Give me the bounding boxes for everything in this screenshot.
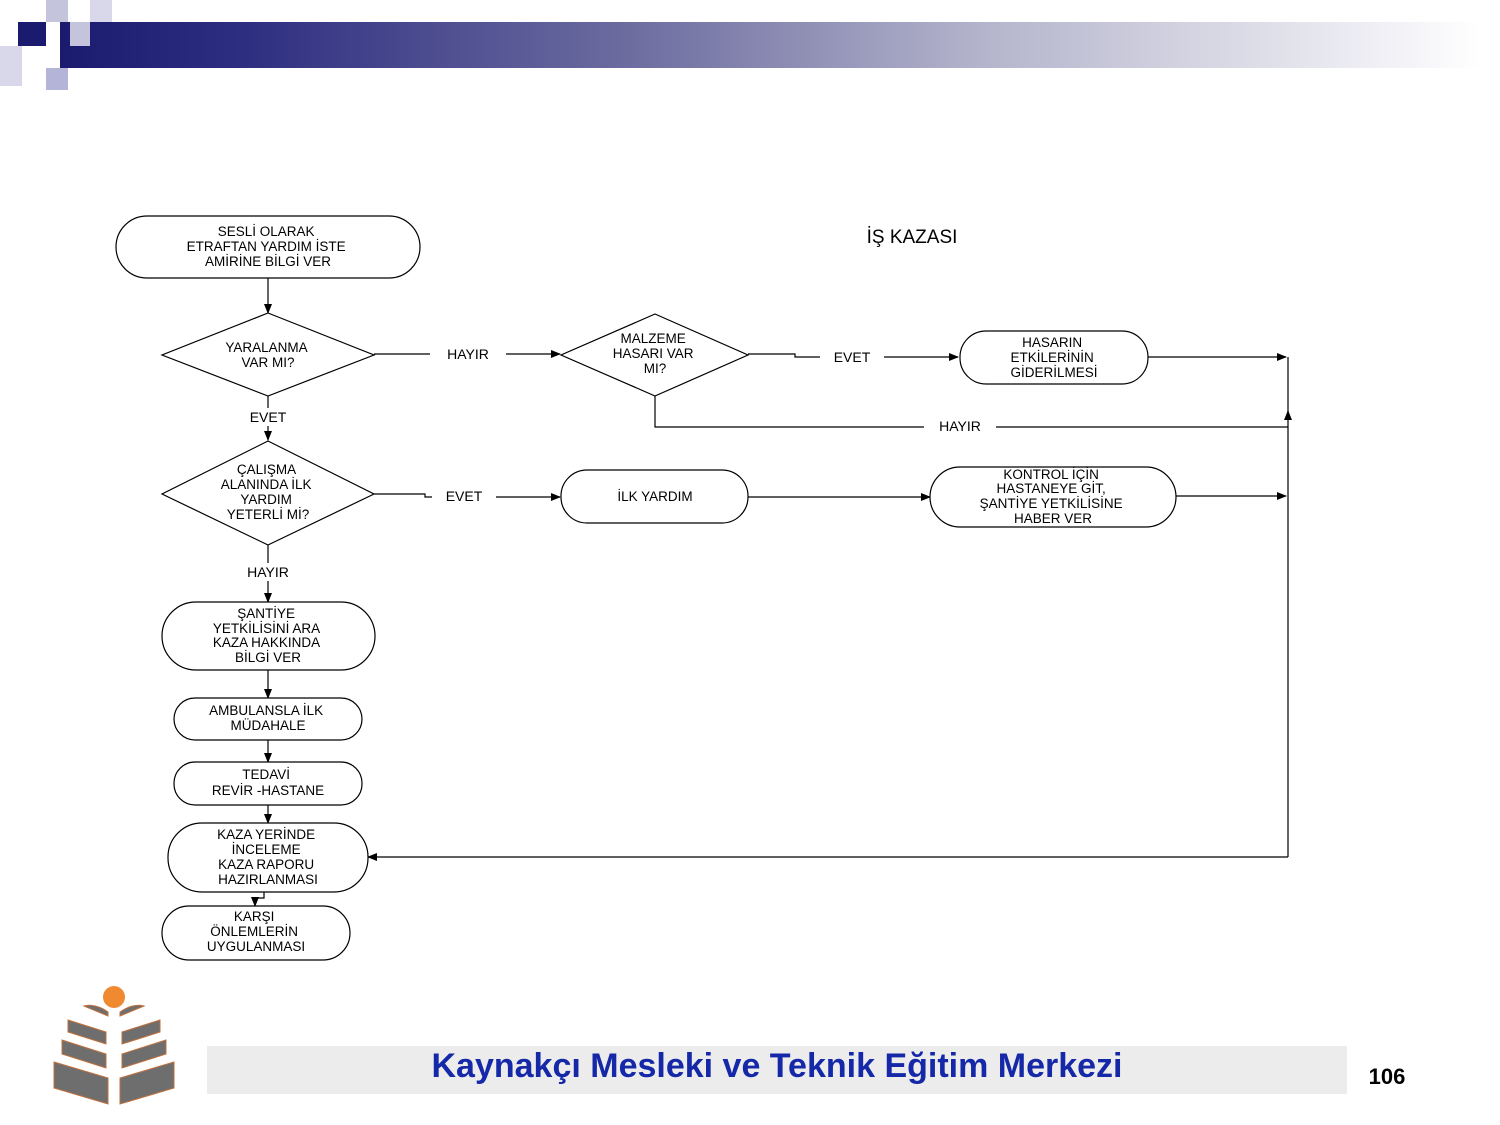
node-removal-line: GİDERİLMESİ	[1010, 365, 1097, 380]
node-countermeasures-line: UYGULANMASI	[207, 939, 305, 954]
node-damage-removal	[959, 330, 1149, 385]
node-injury-question	[160, 312, 376, 397]
node-countermeasures	[161, 905, 351, 961]
header-gradient-bar	[60, 22, 1480, 68]
node-removal-text: HASARIN ETKİLERİNİN GİDERİLMESİ	[1010, 335, 1097, 380]
node-first-aid-line: İLK YARDIM	[617, 489, 692, 504]
logo-sun-icon	[103, 986, 125, 1008]
node-start	[115, 215, 421, 279]
node-first-aid-question-line: YARDIM	[240, 492, 292, 507]
node-investigation-line: HAZIRLANMASI	[218, 872, 318, 887]
node-investigation-text: KAZA YERİNDE İNCELEME KAZA RAPORU HAZIRL…	[217, 827, 319, 887]
label-first-aid-no: HAYIR	[247, 564, 289, 580]
node-damage-line: HASARI VAR	[613, 346, 694, 361]
node-investigation-line: KAZA YERİNDE	[217, 827, 315, 842]
label-injury-yes: EVET	[250, 409, 287, 425]
header-square-light	[46, 0, 68, 22]
node-shapes	[115, 215, 1177, 961]
node-hospital-text: KONTROL İÇİN HASTANEYE GİT, ŞANTİYE YETK…	[980, 467, 1127, 526]
node-start-line: AMİRİNE BİLGİ VER	[205, 254, 331, 269]
node-ambulance-line: MÜDAHALE	[230, 718, 305, 733]
node-first-aid	[560, 469, 749, 524]
header-square-light	[90, 0, 112, 22]
header-square-mid	[0, 46, 22, 86]
label-damage-no: HAYIR	[939, 418, 981, 434]
node-removal-line: ETKİLERİNİN	[1010, 350, 1093, 365]
node-start-line: ETRAFTAN YARDIM İSTE	[187, 239, 346, 254]
node-damage-line: MI?	[644, 361, 667, 376]
node-hospital-line: KONTROL İÇİN	[1003, 467, 1099, 482]
node-first-aid-question-line: ÇALIŞMA	[237, 462, 296, 477]
header-square-mid	[46, 68, 68, 90]
node-first-aid-text: İLK YARDIM	[617, 489, 692, 504]
node-call-site-manager	[161, 601, 376, 671]
node-treatment-line: REVİR -HASTANE	[212, 783, 324, 798]
node-damage-line: MALZEME	[620, 331, 685, 346]
label-first-aid-yes: EVET	[446, 488, 483, 504]
node-call-line: BİLGİ VER	[235, 650, 301, 665]
label-injury-no: HAYIR	[447, 346, 489, 362]
node-injury-text: YARALANMA VAR MI?	[225, 340, 310, 370]
node-ambulance-line: AMBULANSLA İLK	[209, 703, 323, 718]
node-ambulance	[173, 697, 363, 741]
node-call-text: ŞANTİYE YETKİLİSİNİ ARA KAZA HAKKINDA Bİ…	[213, 606, 323, 665]
node-ambulance-text: AMBULANSLA İLK MÜDAHALE	[209, 703, 327, 733]
node-investigation	[167, 822, 369, 893]
page-number: 106	[1368, 1064, 1406, 1089]
institution-logo	[53, 986, 175, 1105]
header-square-light	[70, 22, 90, 46]
footer-bar	[207, 1046, 1347, 1094]
node-texts: SESLİ OLARAK ETRAFTAN YARDIM İSTE AMİRİN…	[187, 224, 1127, 954]
node-treatment-text: TEDAVİ REVİR -HASTANE	[212, 767, 324, 798]
node-damage-text: MALZEME HASARI VAR MI?	[613, 331, 698, 376]
node-injury-line: VAR MI?	[241, 355, 294, 370]
node-countermeasures-line: ÖNLEMLERİN	[210, 924, 298, 939]
footer-institution-title: Kaynakçı Mesleki ve Teknik Eğitim Merkez…	[431, 1047, 1123, 1085]
node-investigation-line: İNCELEME	[232, 842, 301, 857]
line-damage-no	[654, 396, 1288, 428]
node-hospital-check	[929, 466, 1177, 528]
node-call-line: KAZA HAKKINDA	[213, 635, 320, 650]
node-treatment	[173, 761, 363, 806]
node-first-aid-question	[160, 440, 376, 546]
node-hospital-line: HABER VER	[1014, 511, 1092, 526]
node-removal-line: HASARIN	[1022, 335, 1082, 350]
label-damage-yes: EVET	[834, 349, 871, 365]
node-countermeasures-line: KARŞI	[234, 909, 275, 924]
node-countermeasures-text: KARŞI ÖNLEMLERİN UYGULANMASI	[207, 909, 305, 954]
node-treatment-line: TEDAVİ	[242, 767, 290, 782]
node-investigation-line: KAZA RAPORU	[218, 857, 314, 872]
node-first-aid-question-line: ALANINDA İLK	[221, 477, 312, 492]
flowchart: İŞ KAZASI HAYIR EVET HAYIR EVET EVET HAY…	[115, 215, 1292, 961]
node-first-aid-question-text: ÇALIŞMA ALANINDA İLK YARDIM YETERLİ Mİ?	[221, 462, 316, 522]
node-injury-line: YARALANMA	[225, 340, 307, 355]
arrow-investigation-to-countermeasures	[251, 892, 265, 907]
node-start-line: SESLİ OLARAK	[218, 224, 315, 239]
edge-labels: HAYIR EVET HAYIR EVET EVET HAYIR	[232, 345, 996, 581]
node-hospital-line: ŞANTİYE YETKİLİSİNE	[980, 496, 1123, 511]
node-first-aid-question-line: YETERLİ Mİ?	[227, 507, 310, 522]
node-call-line: ŞANTİYE	[237, 606, 295, 621]
node-hospital-line: HASTANEYE GİT,	[996, 481, 1105, 496]
node-damage-question	[559, 313, 750, 397]
node-start-text: SESLİ OLARAK ETRAFTAN YARDIM İSTE AMİRİN…	[187, 224, 350, 269]
diagram-title: İŞ KAZASI	[867, 227, 958, 248]
header-square-dark	[18, 22, 46, 46]
node-call-line: YETKİLİSİNİ ARA	[213, 621, 320, 636]
